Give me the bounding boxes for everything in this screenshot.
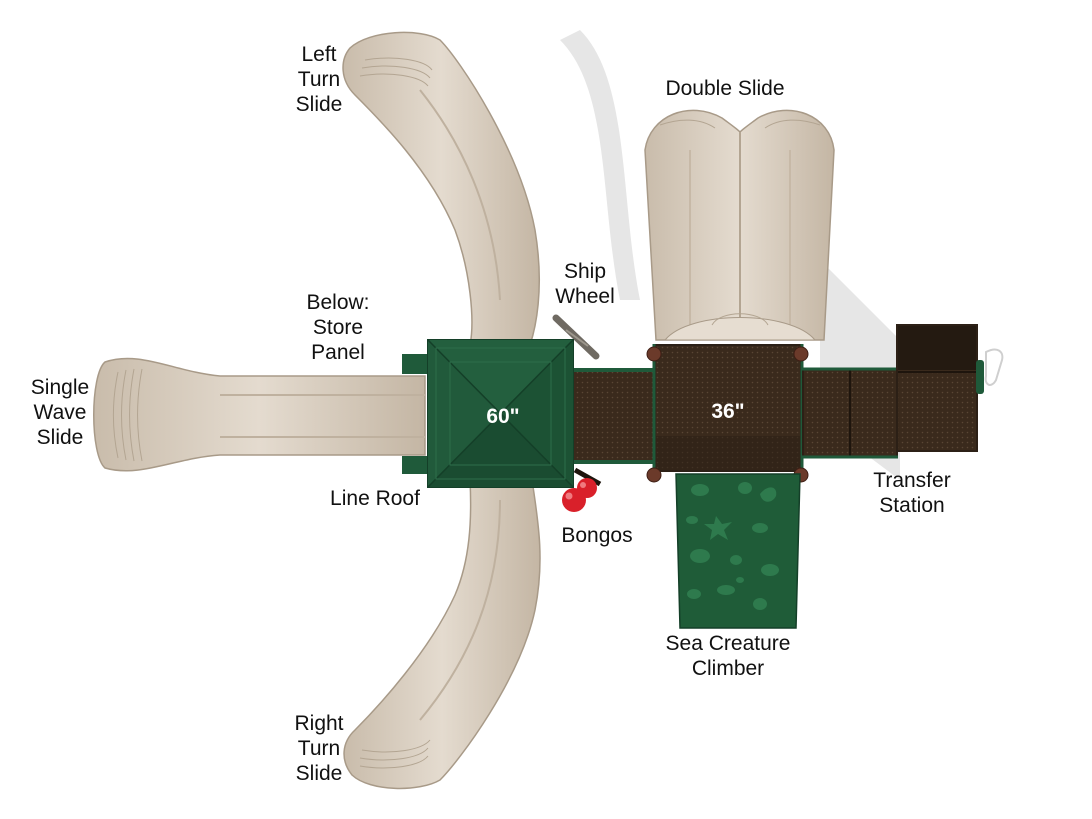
label-single-wave-slide: Single Wave Slide <box>30 376 90 449</box>
sea-creature-climber <box>675 473 801 629</box>
store-panel <box>402 354 430 374</box>
line-roof: 60" <box>427 339 574 488</box>
label-left-turn-slide: Left Turn Slide <box>295 43 343 116</box>
label-sea-creature-climber: Sea Creature Climber <box>665 632 791 680</box>
deck-posts <box>646 346 809 483</box>
label-ship-wheel: Ship Wheel <box>555 260 615 308</box>
panel-tab-bottom <box>402 456 430 474</box>
label-right-turn-slide: Right Turn Slide <box>294 712 344 785</box>
label-transfer-station: Transfer Station <box>873 469 951 517</box>
bongos <box>562 467 602 512</box>
label-bongos: Bongos <box>561 524 633 547</box>
transfer-station <box>802 324 1004 459</box>
main-deck-size: 36" <box>711 400 744 423</box>
label-line-roof: Line Roof <box>330 487 420 510</box>
double-slide <box>644 109 835 341</box>
single-wave-slide <box>93 357 426 472</box>
roof-deck-size: 60" <box>486 405 519 428</box>
label-double-slide: Double Slide <box>665 77 785 100</box>
walkway-deck <box>570 368 660 464</box>
ship-wheel <box>552 314 600 360</box>
main-deck: 36" <box>652 344 804 472</box>
right-turn-slide <box>343 479 541 790</box>
label-store-panel: Below: Store Panel <box>306 291 370 364</box>
